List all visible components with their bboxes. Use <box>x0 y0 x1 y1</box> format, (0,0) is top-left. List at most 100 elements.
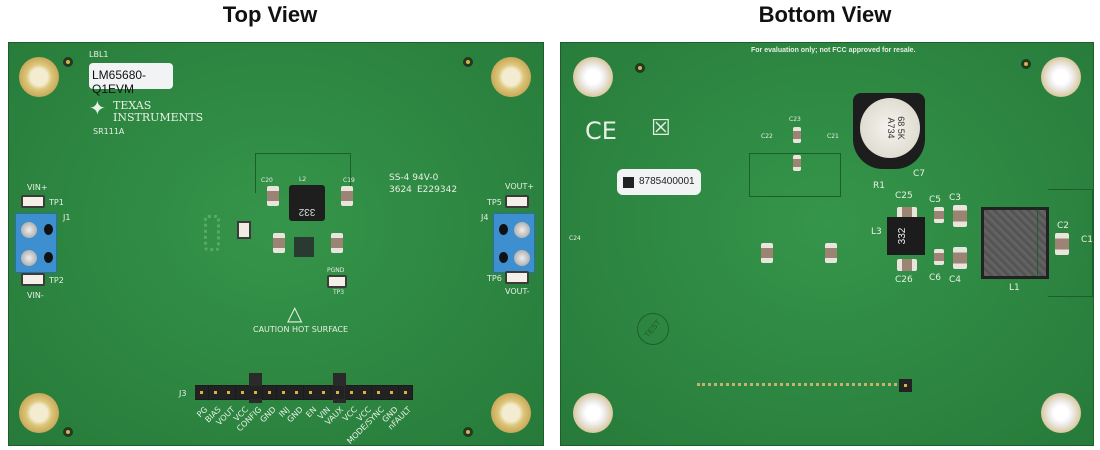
pad-c23 <box>793 127 801 143</box>
mounting-hole <box>491 393 531 433</box>
tp2-label: TP2 <box>49 276 64 285</box>
test-point-vin[interactable] <box>237 221 251 239</box>
mounting-hole <box>1041 57 1081 97</box>
inductor-l2: 332 <box>289 185 325 221</box>
header-pin[interactable] <box>303 386 317 399</box>
capacitor-c8 <box>273 233 285 253</box>
capacitor-c27 <box>825 243 837 263</box>
ce-mark: CE <box>585 117 617 145</box>
test-stamp: TEST <box>630 306 676 352</box>
c24-label: C24 <box>569 235 581 242</box>
header-pin[interactable] <box>276 386 290 399</box>
c25-label: C25 <box>895 191 913 201</box>
header-pin[interactable] <box>385 386 399 399</box>
header-pin[interactable] <box>331 386 344 399</box>
l3-label: L3 <box>871 227 882 237</box>
header-pin[interactable] <box>222 386 236 399</box>
c19-label: C19 <box>343 177 355 184</box>
screw-icon <box>21 222 37 238</box>
header-pin[interactable] <box>195 386 208 399</box>
test-point-tp3[interactable] <box>327 275 347 288</box>
via <box>635 63 645 73</box>
c4-label: C4 <box>949 275 962 285</box>
c20-label: C20 <box>261 177 273 184</box>
wire-hole <box>44 224 53 235</box>
bottom-view-board: For evaluation only; not FCC approved fo… <box>560 42 1094 446</box>
c21-label: C21 <box>827 133 839 140</box>
capacitor-c19 <box>341 186 353 206</box>
header-pin[interactable] <box>344 386 358 399</box>
mounting-hole <box>573 393 613 433</box>
ti-logo-icon: ✦ <box>89 98 106 120</box>
caution-text: CAUTION HOT SURFACE <box>253 325 349 334</box>
test-point-tp2[interactable] <box>21 273 45 286</box>
via <box>463 57 473 67</box>
header-pin[interactable] <box>317 386 331 399</box>
wire-hole <box>499 252 508 263</box>
board-label: LM65680-Q1EVM <box>89 63 173 96</box>
tp3-label: TP3 <box>333 289 345 296</box>
header-pin[interactable] <box>235 386 249 399</box>
c1-label: C1 <box>1081 235 1094 245</box>
capacitor-c26 <box>897 259 917 271</box>
header-pin[interactable] <box>358 386 372 399</box>
header-pin[interactable] <box>249 386 263 399</box>
screw-icon <box>514 222 530 238</box>
datamatrix-icon <box>623 177 634 188</box>
pgnd-label: PGND <box>327 267 345 274</box>
bottom-view-title: Bottom View <box>758 2 892 27</box>
via <box>63 427 73 437</box>
ul-file: E229342 <box>417 185 458 195</box>
capacitor-c5 <box>934 207 944 223</box>
mounting-hole <box>573 57 613 97</box>
c3-label: C3 <box>949 193 962 203</box>
regulator-ic <box>294 237 314 257</box>
serial-label: 8785400001 <box>617 169 701 195</box>
l2-label: L2 <box>299 176 307 183</box>
capacitor-c6 <box>934 249 944 265</box>
tp1-label: TP1 <box>49 198 64 207</box>
capacitor-c4 <box>953 247 967 269</box>
via <box>63 57 73 67</box>
weee-bin-icon: ☒ <box>651 115 671 140</box>
label-ref: LBL1 <box>89 50 109 59</box>
electrolytic-capacitor-c7: 68 5K A734 <box>853 93 925 169</box>
c22-label: C22 <box>761 133 773 140</box>
header-pin[interactable] <box>290 386 304 399</box>
via-array <box>204 215 220 251</box>
test-point-tp6[interactable] <box>505 271 529 284</box>
capacitor-c25 <box>897 207 917 219</box>
header-j3-solder-pads <box>697 383 909 392</box>
output-terminal-block[interactable] <box>493 213 535 273</box>
test-point-tp1[interactable] <box>21 195 45 208</box>
silkscreen-outline <box>255 153 351 193</box>
c5-label: C5 <box>929 195 942 205</box>
input-terminal-block[interactable] <box>15 213 57 273</box>
board-rev: SR111A <box>93 127 125 136</box>
header-pin-label: EN <box>304 405 319 420</box>
j3-label: J3 <box>179 389 187 398</box>
capacitor-c2 <box>1055 233 1069 255</box>
test-point-tp5[interactable] <box>505 195 529 208</box>
capacitor-c9 <box>331 233 343 253</box>
pad-c23 <box>793 155 801 171</box>
tp6-label: TP6 <box>487 274 502 283</box>
header-pin[interactable] <box>263 386 276 399</box>
via <box>1021 59 1031 69</box>
r1-label: R1 <box>873 181 885 191</box>
c26-label: C26 <box>895 275 913 285</box>
serial-number: 8785400001 <box>639 176 695 187</box>
inductor-l3: 332 <box>887 217 925 255</box>
c2-label: C2 <box>1057 221 1070 231</box>
header-pin[interactable] <box>371 386 385 399</box>
output-pad-outline <box>1037 189 1093 297</box>
tp5-label: TP5 <box>487 198 502 207</box>
top-view-board: LBL1 LM65680-Q1EVM ✦ Texas Instruments S… <box>8 42 544 446</box>
vout-minus-label: VOUT- <box>505 287 530 296</box>
fcc-notice: For evaluation only; not FCC approved fo… <box>751 47 916 54</box>
header-pin[interactable] <box>208 386 222 399</box>
header-pin[interactable] <box>399 386 412 399</box>
hot-surface-warning-icon: △ <box>287 303 303 325</box>
logo-line2: Instruments <box>113 111 204 124</box>
j4-label: J4 <box>481 213 489 222</box>
